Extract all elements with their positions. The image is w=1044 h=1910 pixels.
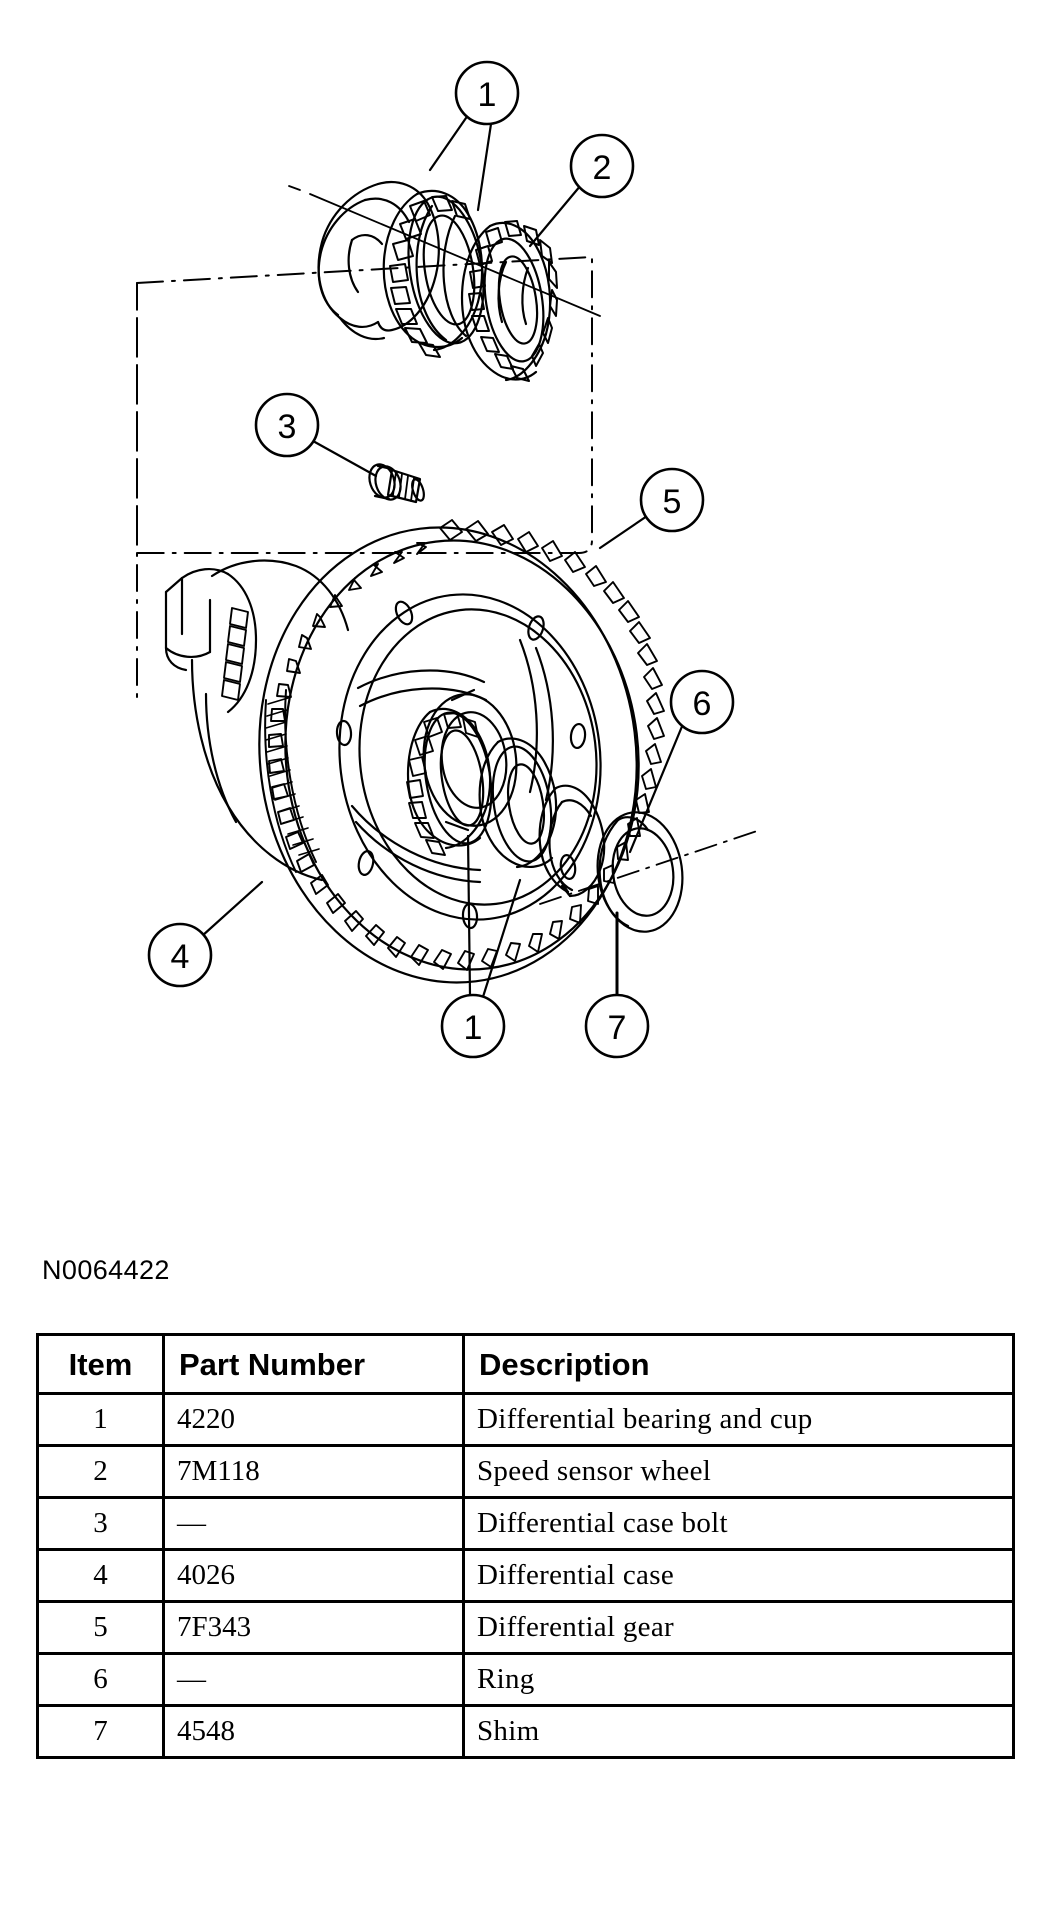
callout-leader-6 (628, 722, 685, 854)
callout-label-1-top: 1 (478, 76, 497, 114)
table-row: 3 — Differential case bolt (36, 1496, 1015, 1551)
table-row: 5 7F343 Differential gear (36, 1600, 1015, 1655)
callout-bubble-1-bottom (440, 993, 506, 1059)
differential-case-bolt (368, 463, 425, 504)
lower-bearing-cup (478, 737, 558, 869)
case-nose (164, 559, 350, 882)
callout-bubble-7 (584, 993, 650, 1059)
callout-label-3: 3 (278, 408, 297, 446)
cell-part-number: 4548 (162, 1704, 465, 1759)
figure-id-label: N0064422 (42, 1255, 170, 1285)
callout-label-4: 4 (171, 938, 190, 976)
callout-leader-3 (311, 439, 378, 478)
callout-bubble-6 (669, 669, 735, 735)
parts-table-header-row: Item Part Number Description (36, 1333, 1015, 1395)
cell-description: Shim (462, 1704, 1015, 1759)
cell-description: Differential case bolt (462, 1496, 1015, 1551)
cell-part-number: 7F343 (162, 1600, 465, 1655)
callout-bubble-5 (639, 467, 705, 533)
table-row: 7 4548 Shim (36, 1704, 1015, 1759)
callout-leader-4 (200, 880, 264, 938)
speed-sensor-wheel (460, 220, 558, 382)
callout-leader-1-top (428, 116, 493, 212)
cell-item: 7 (36, 1704, 165, 1759)
cell-item: 1 (36, 1392, 165, 1447)
callout-bubble-3 (254, 392, 320, 458)
column-header-part-number: Part Number (162, 1333, 465, 1395)
cell-item: 6 (36, 1652, 165, 1707)
rim-hatching (265, 697, 320, 856)
callout-leader-1-bottom (466, 834, 522, 1002)
parts-table: Item Part Number Description 1 4220 Diff… (36, 1333, 1015, 1759)
callout-bubbles (147, 60, 735, 1059)
callout-label-7: 7 (608, 1009, 627, 1047)
cell-part-number: 4220 (162, 1392, 465, 1447)
cell-description: Speed sensor wheel (462, 1444, 1015, 1499)
case-web (335, 593, 602, 930)
table-row: 2 7M118 Speed sensor wheel (36, 1444, 1015, 1499)
callout-label-1-bottom: 1 (464, 1009, 483, 1047)
cell-item: 4 (36, 1548, 165, 1603)
column-header-description: Description (462, 1333, 1015, 1395)
callout-layer: 1 2 3 5 6 4 1 7 (147, 60, 735, 1059)
callout-bubble-4 (147, 922, 213, 988)
shim (539, 811, 761, 933)
cell-description: Ring (462, 1652, 1015, 1707)
cell-item: 5 (36, 1600, 165, 1655)
tapered-roller-bearing (382, 189, 485, 358)
lower-tapered-bearing (406, 707, 493, 856)
parts-table-container: Item Part Number Description 1 4220 Diff… (36, 1333, 1015, 1759)
callout-bubble-1-top (454, 60, 520, 126)
column-header-item: Item (36, 1333, 165, 1395)
differential-diagram-svg: 1 2 3 5 6 4 1 7 (136, 60, 761, 1059)
cell-part-number: 4026 (162, 1548, 465, 1603)
table-row: 4 4026 Differential case (36, 1548, 1015, 1603)
gear-teeth (268, 519, 665, 971)
callout-label-5: 5 (663, 483, 682, 521)
cell-part-number: 7M118 (162, 1444, 465, 1499)
callout-label-2: 2 (593, 149, 612, 187)
table-row: 1 4220 Differential bearing and cup (36, 1392, 1015, 1447)
cell-description: Differential gear (462, 1600, 1015, 1655)
cell-part-number: — (162, 1496, 465, 1551)
upper-assembly (288, 180, 601, 382)
callout-bubble-2 (569, 133, 635, 199)
callout-label-6: 6 (693, 685, 712, 723)
callout-leader-5 (598, 512, 652, 550)
reference-boundary (136, 256, 593, 701)
ring-gear (258, 519, 665, 984)
differential-case-and-gear (164, 519, 761, 984)
exploded-view-illustration: 1 2 3 5 6 4 1 7 (136, 60, 761, 1059)
cell-item: 2 (36, 1444, 165, 1499)
cell-description: Differential bearing and cup (462, 1392, 1015, 1447)
callout-leader-2 (528, 183, 583, 248)
cell-description: Differential case (462, 1548, 1015, 1603)
cell-part-number: — (162, 1652, 465, 1707)
table-row: 6 — Ring (36, 1652, 1015, 1707)
cell-item: 3 (36, 1496, 165, 1551)
